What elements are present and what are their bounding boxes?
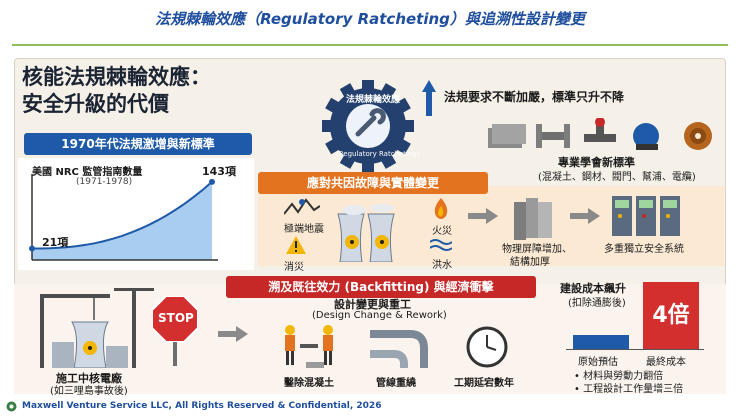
growth-chart [29, 174, 218, 261]
section2-banner: 應對共因故障與實體變更 [258, 172, 488, 194]
pipes-icon [370, 324, 436, 372]
cost-bar-original [573, 335, 629, 349]
demolish-label: 鑿除混凝土 [284, 378, 334, 389]
main-title-line2: 安全升級的代價 [22, 92, 169, 116]
design-change-title: 設計變更與重工 [334, 298, 411, 311]
standards-title: 專業學會新標準 [558, 156, 635, 169]
cost-title: 建設成本飆升 [560, 282, 626, 295]
materials-icons [486, 117, 722, 158]
nuclear-plant-icon [334, 204, 410, 266]
earthquake-label: 極端地震 [284, 224, 324, 235]
plant-sublabel: (如三哩島事故後) [50, 386, 128, 397]
chart-area-fill [32, 181, 212, 260]
main-title-line1: 核能法規棘輪效應： [22, 65, 211, 89]
flood-label: 洪水 [432, 260, 452, 271]
design-change-en: (Design Change & Rework) [312, 310, 447, 321]
warning-icon [286, 236, 306, 258]
arrow-right-icon [218, 326, 248, 342]
cost-note-2: • 工程設計工作量增三倍 [574, 384, 684, 395]
earthquake-icon [283, 196, 321, 222]
footer-copyright: Maxwell Venture Service LLC, All Rights … [22, 401, 382, 411]
cost-subtitle: (扣除通膨後) [568, 298, 626, 309]
title-divider [12, 44, 728, 46]
barrier-label-line2: 結構加厚 [510, 257, 550, 268]
control-panel-icon [612, 196, 680, 240]
chart-start-label: 21項 [42, 236, 69, 249]
arrow-right-icon [468, 208, 498, 224]
chart-subtitle: (1971-1978) [76, 177, 133, 187]
chart-end-label: 143項 [202, 165, 236, 178]
gear-label-bottom: (Regulatory Ratcheting) [336, 150, 420, 158]
chart-point-start [29, 245, 35, 252]
fire-icon [432, 198, 450, 224]
barrier-label-line1: 物理屏障增加、 [502, 244, 572, 255]
cost-label-final: 最終成本 [646, 357, 686, 368]
section1-banner: 1970年代法規激增與新標準 [24, 133, 252, 155]
gear-label-top: 法規棘輪效應 [346, 95, 401, 105]
flood-icon [429, 238, 453, 258]
fire-label: 火災 [432, 226, 452, 237]
barrier-icon [510, 196, 556, 246]
standards-items: (混凝土、鋼材、閥門、幫浦、電纜) [538, 172, 696, 183]
pipes-label: 管線重繞 [376, 378, 416, 389]
cost-bar-final: 4倍 [643, 282, 699, 349]
explosion-label: 消災 [284, 262, 304, 273]
stop-sign-text: STOP [158, 311, 194, 325]
plant-label: 施工中核電廠 [56, 372, 122, 385]
main-title: 核能法規棘輪效應： 安全升級的代價 [22, 64, 211, 118]
chart-area [18, 158, 254, 270]
safety-label: 多重獨立安全系統 [604, 244, 684, 255]
company-logo-icon [6, 401, 17, 412]
cost-axis [566, 349, 704, 350]
slide-title: 法規棘輪效應（Regulatory Ratcheting）與追溯性設計變更 [155, 10, 585, 28]
arrow-right-icon [570, 208, 600, 224]
delay-label: 工期延宕數年 [454, 378, 514, 389]
chart-point-end [209, 178, 215, 185]
arrow-up-icon [422, 80, 436, 116]
stop-sign-icon[interactable]: STOP [151, 295, 199, 370]
cost-label-original: 原始預估 [578, 357, 618, 368]
clock-icon [466, 326, 508, 372]
workers-drilling-icon [276, 324, 352, 372]
section3-banner: 溯及既往效力 (Backfitting) 與經濟衝擊 [226, 276, 536, 298]
ratchet-gear-icon: 法規棘輪效應 (Regulatory Ratcheting) [314, 78, 422, 174]
chart-title: 美國 NRC 監管指南數量 [32, 167, 143, 178]
cost-note-1: • 材料與勞動力翻倍 [574, 371, 664, 382]
construction-crane-icon [34, 286, 154, 372]
chart-series-line [32, 181, 213, 250]
top-right-note: 法規要求不斷加嚴，標準只升不降 [444, 90, 625, 104]
